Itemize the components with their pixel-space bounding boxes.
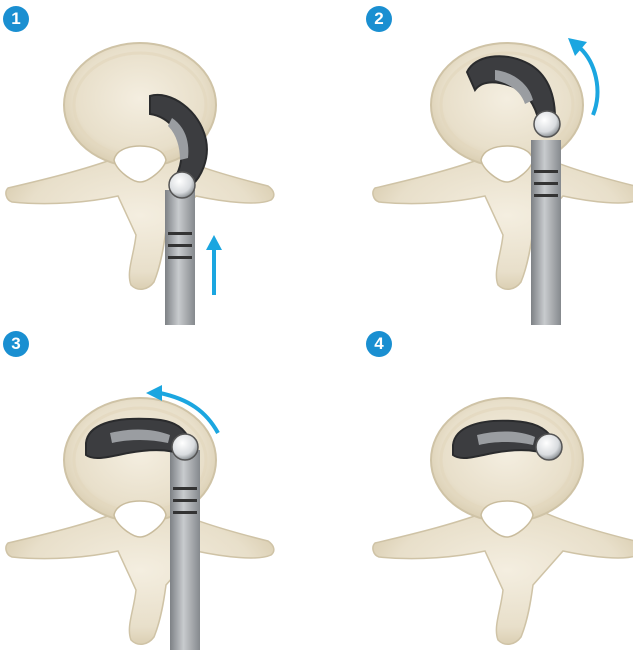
step-4-panel: 4 [363, 325, 633, 650]
step-number-badge: 1 [3, 6, 29, 32]
instrument-shaft [170, 450, 200, 650]
instrument-shaft [531, 140, 561, 325]
pivot-joint [172, 434, 198, 460]
step-number-badge: 3 [3, 331, 29, 357]
vertebra-illustration [363, 0, 633, 325]
step-3-panel: 3 [0, 325, 316, 650]
pivot-joint [536, 434, 562, 460]
pivot-joint [534, 111, 560, 137]
step-1-panel: 1 [0, 0, 316, 325]
vertebra-illustration [363, 325, 633, 650]
step-number-badge: 2 [366, 6, 392, 32]
pivot-joint [169, 172, 195, 198]
up-arrow-icon [206, 235, 222, 295]
vertebra-illustration [0, 0, 300, 325]
step-number-badge: 4 [366, 331, 392, 357]
step-2-panel: 2 [363, 0, 633, 325]
vertebra-illustration [0, 325, 300, 650]
